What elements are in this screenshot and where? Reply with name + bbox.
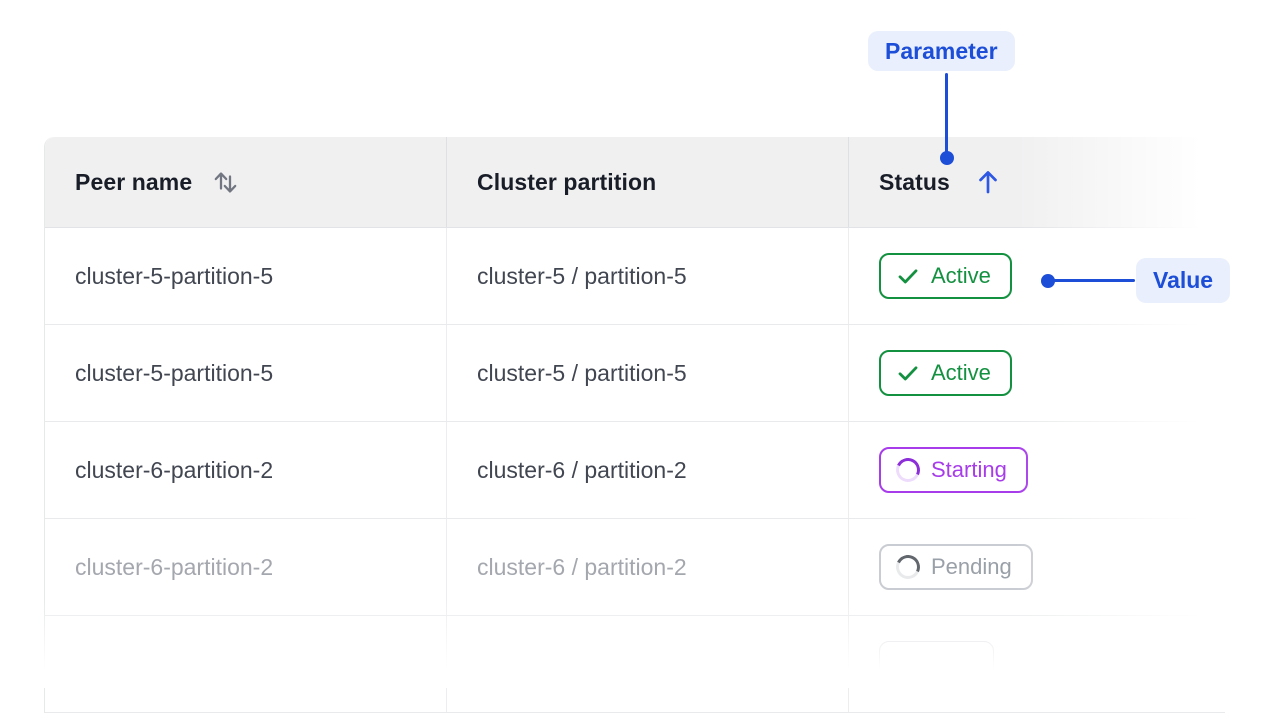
table-header-row: Peer name Cluster partition Status: [45, 137, 1225, 228]
table-row[interactable]: [45, 616, 1225, 713]
peer-name-cell: cluster-5-partition-5: [45, 228, 447, 324]
check-icon: [898, 269, 918, 284]
spinner-icon: [892, 551, 924, 583]
status-badge-active: Active: [879, 253, 1012, 299]
status-badge-active: Active: [879, 350, 1012, 396]
cluster-partition-cell: cluster-5 / partition-5: [447, 325, 849, 421]
cluster-partition-cell: [447, 616, 849, 712]
peer-name-cell: cluster-6-partition-2: [45, 422, 447, 518]
status-badge-label: Pending: [931, 554, 1012, 579]
value-connector-line: [1051, 279, 1135, 282]
table-row[interactable]: cluster-5-partition-5 cluster-5 / partit…: [45, 325, 1225, 422]
peer-name-cell: cluster-5-partition-5: [45, 325, 447, 421]
sort-updown-icon: [212, 168, 239, 197]
status-badge-label: Active: [931, 263, 991, 288]
peer-name-cell: [45, 616, 447, 712]
column-header-label: Status: [879, 168, 950, 195]
status-cell: Active: [849, 228, 1225, 324]
parameter-callout-label: Parameter: [885, 37, 998, 64]
peers-table: Peer name Cluster partition Status clust…: [44, 137, 1225, 713]
peer-name-cell: cluster-6-partition-2: [45, 519, 447, 615]
check-icon: [898, 366, 918, 381]
status-cell: Starting: [849, 422, 1225, 518]
table-row[interactable]: cluster-6-partition-2 cluster-6 / partit…: [45, 519, 1225, 616]
status-badge-label: Starting: [931, 457, 1007, 482]
parameter-connector-dot: [940, 151, 954, 165]
parameter-connector-line: [945, 73, 948, 153]
column-header-peer-name[interactable]: Peer name: [45, 137, 447, 227]
parameter-callout-pill: Parameter: [868, 31, 1015, 71]
status-cell: [849, 616, 1225, 712]
cluster-partition-cell: cluster-6 / partition-2: [447, 422, 849, 518]
status-badge-pending: Pending: [879, 544, 1033, 590]
column-header-label: Peer name: [75, 168, 193, 195]
column-header-cluster-partition[interactable]: Cluster partition: [447, 137, 849, 227]
sort-ascending-icon: [974, 166, 1002, 198]
cluster-partition-cell: cluster-5 / partition-5: [447, 228, 849, 324]
cluster-partition-cell: cluster-6 / partition-2: [447, 519, 849, 615]
status-cell: Pending: [849, 519, 1225, 615]
status-badge-label: Active: [931, 360, 991, 385]
status-badge-starting: Starting: [879, 447, 1028, 493]
column-header-label: Cluster partition: [477, 168, 657, 195]
value-callout-label: Value: [1153, 267, 1214, 293]
status-badge-partial: [879, 641, 994, 687]
status-cell: Active: [849, 325, 1225, 421]
table-row[interactable]: cluster-6-partition-2 cluster-6 / partit…: [45, 422, 1225, 519]
column-header-status[interactable]: Status: [849, 137, 1225, 227]
value-callout-pill: Value: [1136, 258, 1231, 303]
spinner-icon: [892, 454, 924, 486]
